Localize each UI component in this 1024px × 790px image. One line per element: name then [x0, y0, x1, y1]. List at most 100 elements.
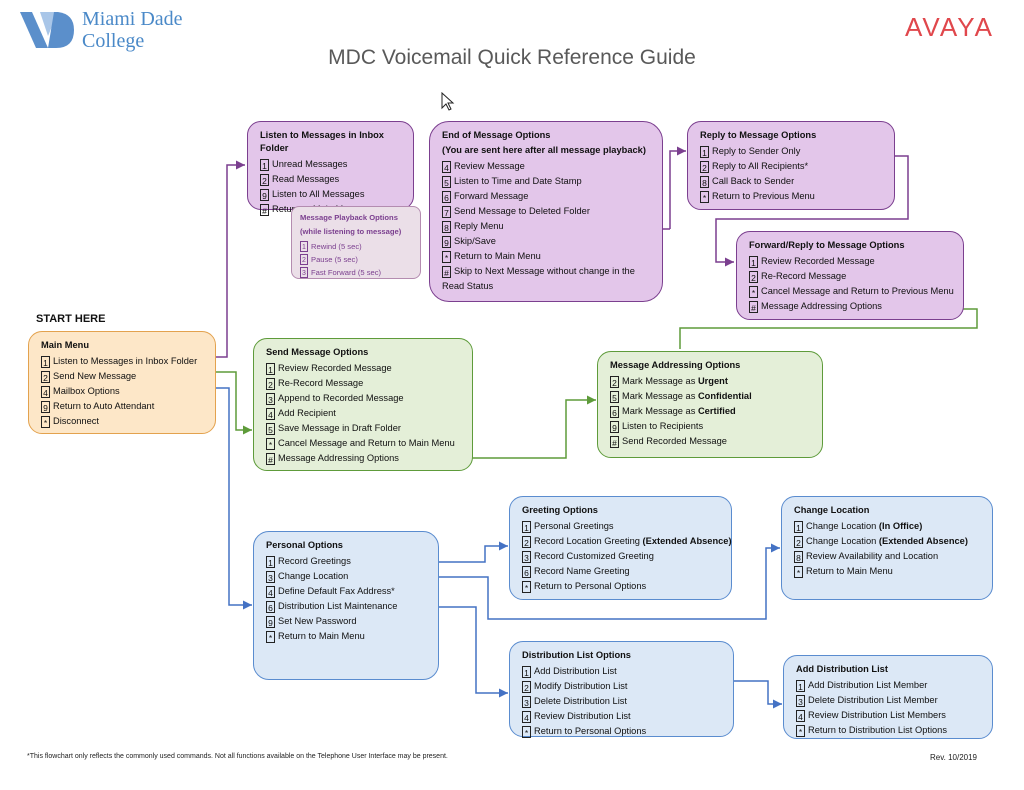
key: 2 [749, 270, 758, 283]
option-label: Return to Main Menu [454, 251, 541, 261]
option-label: Record Location Greeting [534, 536, 640, 546]
end-of-message-box: End of Message Options (You are sent her… [429, 121, 663, 302]
option-label: Mark Message as [622, 376, 696, 386]
menu-option: *Return to Personal Options [522, 724, 727, 739]
option-label: Review Availability and Location [806, 551, 939, 561]
option-label: Record Name Greeting [534, 566, 630, 576]
key: 6 [442, 190, 451, 203]
key: 9 [610, 420, 619, 433]
option-label: Record Customized Greeting [534, 551, 654, 561]
menu-option: #Skip to Next Message without change in … [442, 264, 656, 279]
option-label: Read Messages [272, 174, 340, 184]
key: 1 [749, 255, 758, 268]
key: 2 [266, 377, 275, 390]
box-title: Reply to Message Options [700, 130, 817, 140]
option-label: Record Greetings [278, 556, 351, 566]
key: 4 [442, 160, 451, 173]
box-title: Listen to Messages in Inbox Folder [260, 130, 384, 153]
option-label: Set New Password [278, 616, 357, 626]
option-label: Message Addressing Options [278, 453, 399, 463]
box-title: Distribution List Options [522, 650, 631, 660]
option-label: Mark Message as [622, 406, 696, 416]
key: 6 [610, 405, 619, 418]
key: 2 [522, 535, 531, 548]
key: # [749, 300, 758, 313]
option-label: Review Recorded Message [278, 363, 392, 373]
key: 4 [796, 709, 805, 722]
key: 9 [266, 615, 275, 628]
option-label: Review Distribution List Members [808, 710, 946, 720]
box-title: End of Message Options [442, 130, 551, 140]
key: # [610, 435, 619, 448]
option-label: Define Default Fax Address* [278, 586, 395, 596]
option-label: Mailbox Options [53, 386, 120, 396]
box-title: Change Location [794, 505, 870, 515]
revision-label: Rev. 10/2019 [930, 753, 977, 762]
option-label: Add Distribution List [534, 666, 617, 676]
key: 3 [266, 392, 275, 405]
option-label: Listen to All Messages [272, 189, 365, 199]
option-label: Send New Message [53, 371, 137, 381]
box-title: Message Addressing Options [610, 360, 741, 370]
key: 3 [266, 570, 275, 583]
key: 6 [266, 600, 275, 613]
start-here-label: START HERE [36, 313, 106, 325]
menu-option: #Message Addressing Options [749, 299, 957, 314]
key: 5 [266, 422, 275, 435]
option-label: Delete Distribution List Member [808, 695, 938, 705]
option-label: Personal Greetings [534, 521, 614, 531]
box-title: Forward/Reply to Message Options [749, 240, 905, 250]
key: 1 [266, 555, 275, 568]
menu-option: #Message Addressing Options [266, 451, 466, 466]
key: 1 [41, 355, 50, 368]
key: 5 [442, 175, 451, 188]
option-label: Forward Message [454, 191, 529, 201]
key: 4 [266, 407, 275, 420]
key: 1 [794, 520, 803, 533]
option-label: Change Location [278, 571, 349, 581]
key: 7 [442, 205, 451, 218]
footnote: *This flowchart only reflects the common… [27, 753, 448, 760]
box-title: Add Distribution List [796, 664, 888, 674]
option-label: Review Distribution List [534, 711, 631, 721]
option-label: Change Location [806, 536, 877, 546]
playback-options-box: Message Playback Options (while listenin… [291, 206, 421, 279]
menu-option: *Return to Main Menu [442, 249, 656, 264]
key: # [260, 203, 269, 216]
key: * [794, 565, 803, 578]
option-label: Return to Auto Attendant [53, 401, 155, 411]
key: 1 [260, 158, 269, 171]
option-label: Change Location [806, 521, 877, 531]
option-label: Return to Distribution List Options [808, 725, 947, 735]
option-label: Cancel Message and Return to Previous Me… [761, 286, 954, 296]
key: 2 [260, 173, 269, 186]
